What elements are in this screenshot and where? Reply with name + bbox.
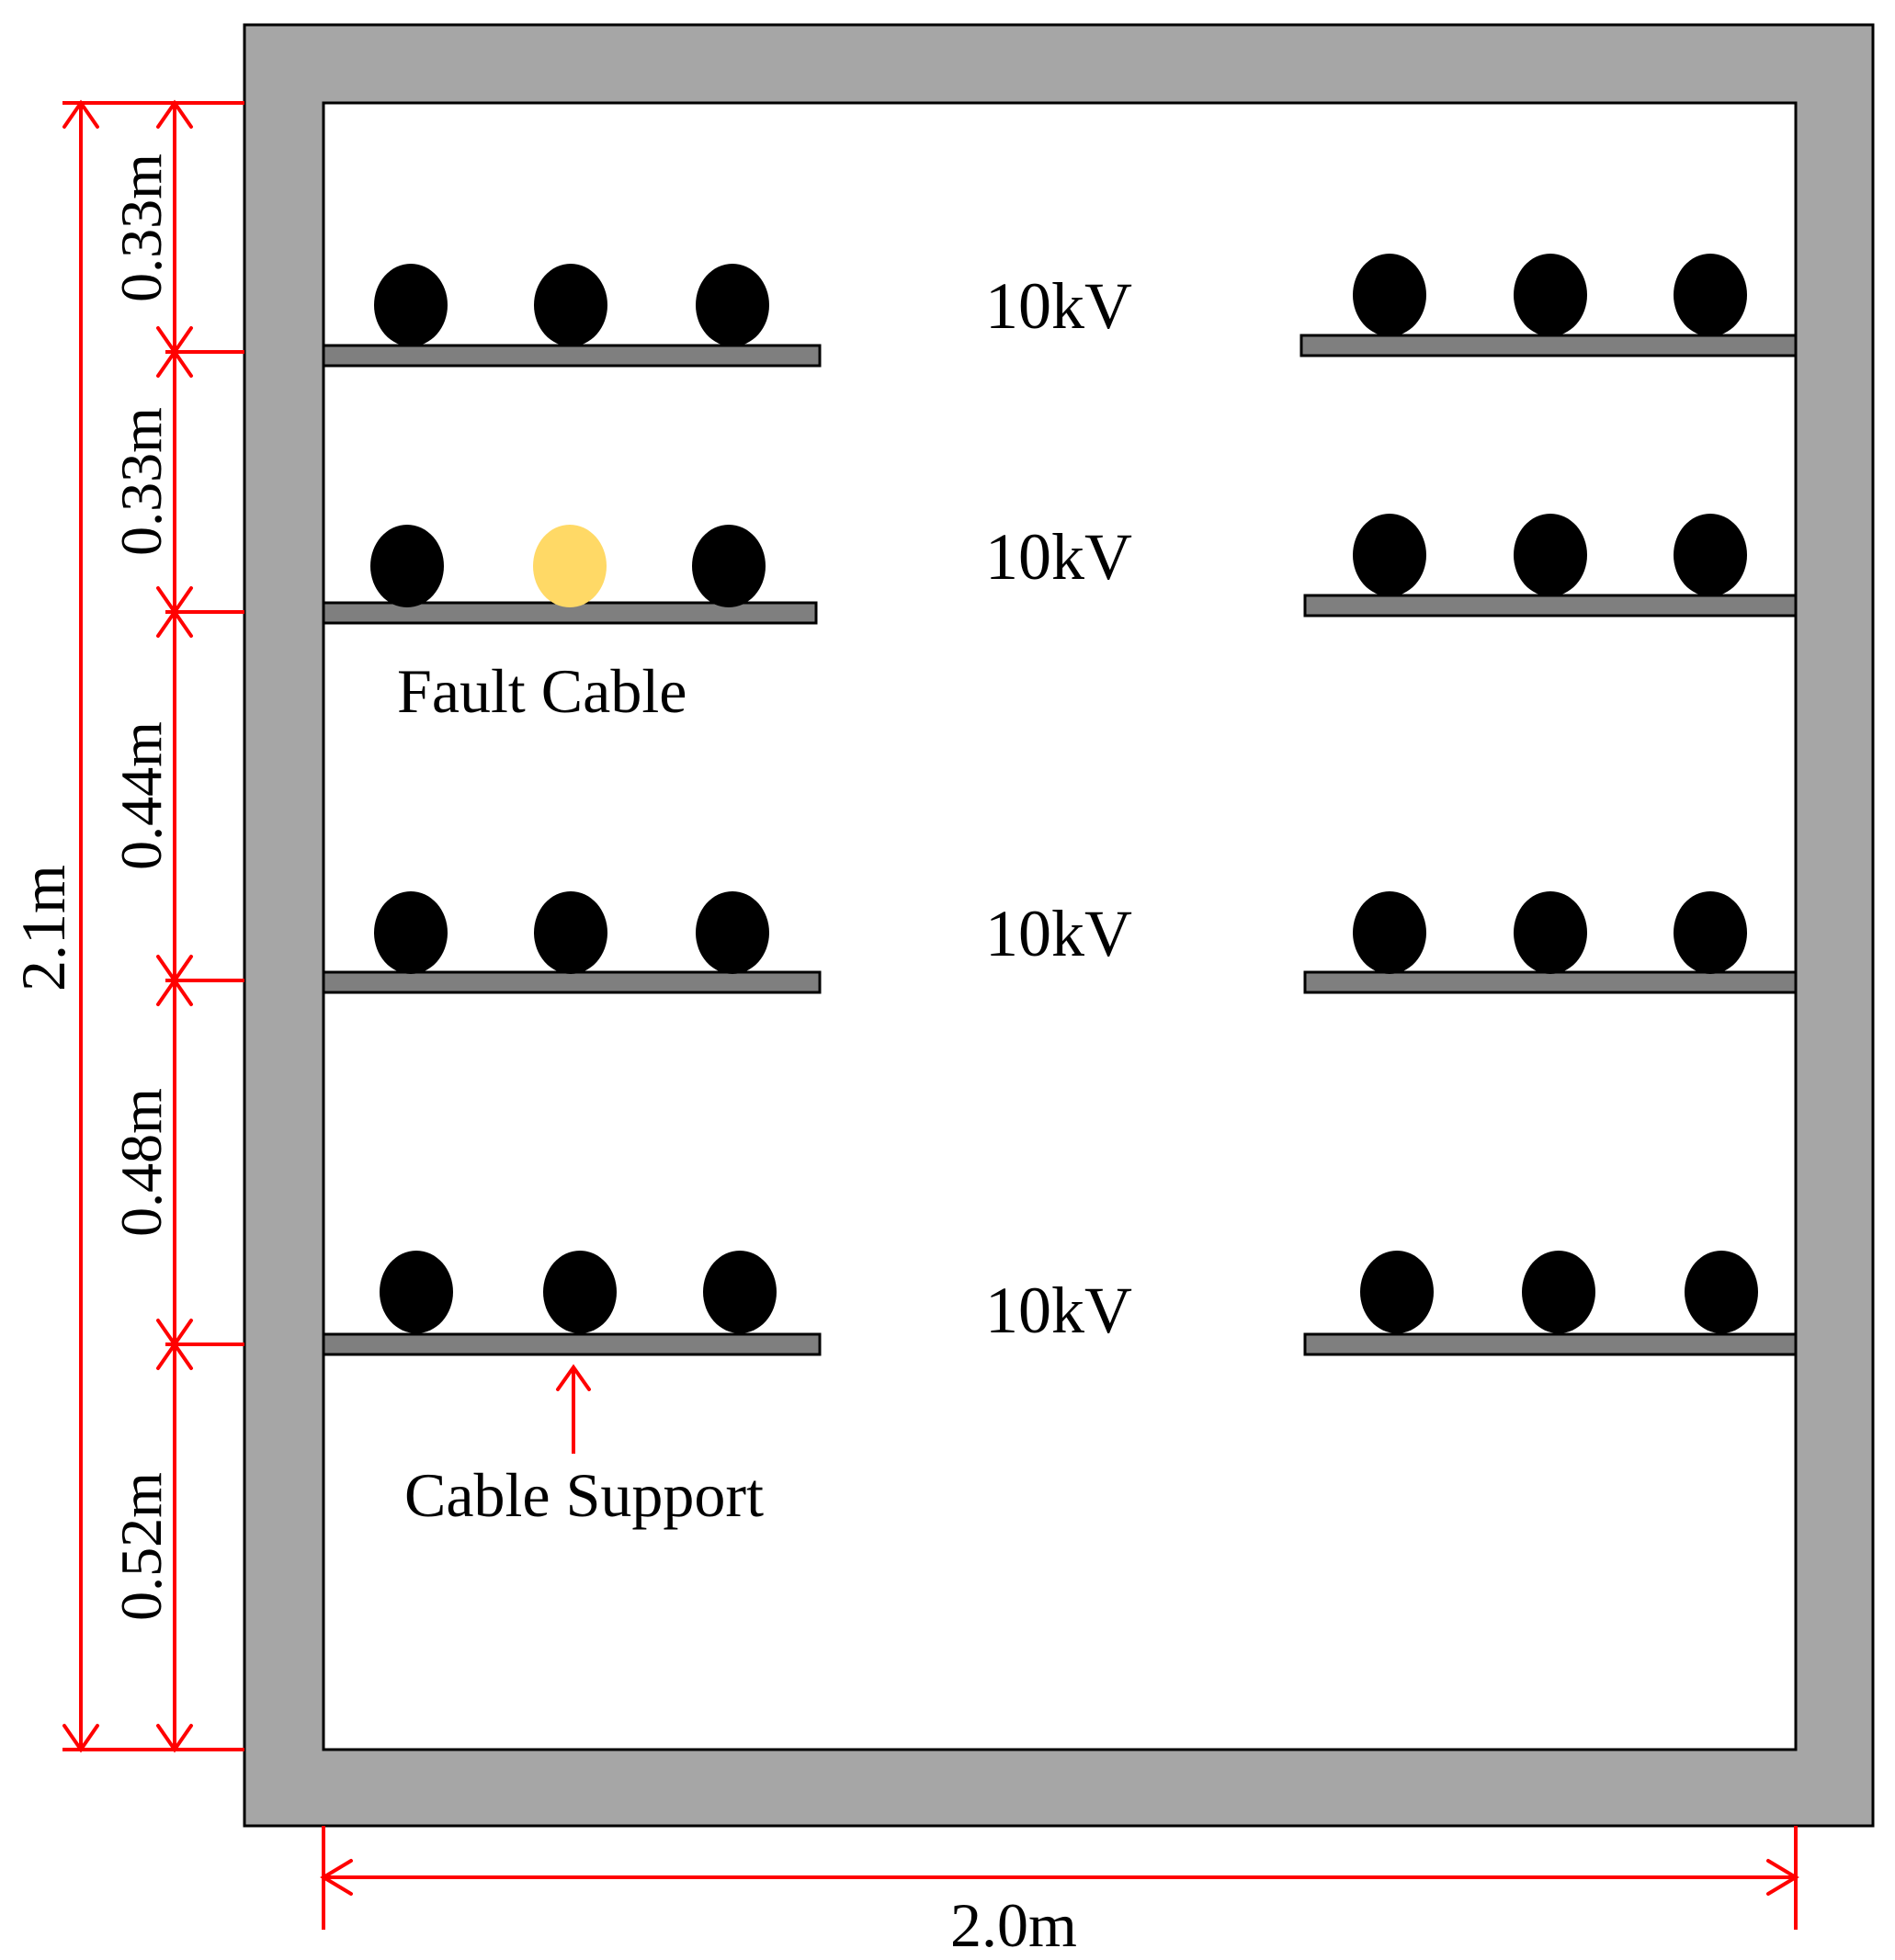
cable — [1514, 891, 1587, 974]
cable — [1674, 514, 1747, 596]
cable — [703, 1251, 777, 1333]
voltage-label-2: 10kV — [985, 520, 1132, 594]
fault-cable — [533, 525, 607, 607]
cable — [534, 891, 607, 974]
cable-support-label: Cable Support — [404, 1460, 764, 1530]
segment-label-5: 0.52m — [108, 1472, 174, 1621]
cable — [1353, 514, 1426, 596]
fault-cable-label: Fault Cable — [397, 656, 687, 726]
cable — [380, 1251, 453, 1333]
cable — [1514, 254, 1587, 336]
segment-label-4: 0.48m — [108, 1088, 174, 1237]
cable — [1360, 1251, 1434, 1333]
cable — [696, 264, 769, 346]
cable — [1353, 254, 1426, 336]
cable — [1674, 254, 1747, 336]
cable — [1674, 891, 1747, 974]
cable-tray-right-4 — [1303, 1332, 1798, 1356]
segment-arrowhead — [156, 1341, 193, 1370]
cable-tray-left-3 — [322, 970, 822, 994]
width-arrowhead-left — [320, 1859, 353, 1896]
cable — [692, 525, 766, 607]
cable — [543, 1251, 617, 1333]
segment-arrowhead — [156, 1724, 193, 1753]
width-arrowhead-right — [1766, 1859, 1799, 1896]
cable — [534, 264, 607, 346]
segment-label-3: 0.44m — [108, 721, 174, 870]
cable-support-arrowhead — [556, 1364, 591, 1391]
cable — [1514, 514, 1587, 596]
cable-tray-right-3 — [1303, 970, 1798, 994]
segment-label-1: 0.33m — [108, 153, 174, 302]
voltage-label-1: 10kV — [985, 269, 1132, 343]
cable-tray-left-4 — [322, 1332, 822, 1356]
segment-arrowhead — [156, 608, 193, 638]
segment-label-2: 0.33m — [108, 407, 174, 556]
segment-arrowhead — [156, 348, 193, 378]
cable-tray-right-1 — [1299, 334, 1798, 357]
cable — [374, 891, 448, 974]
cable-tray-left-1 — [322, 344, 822, 368]
total-height-label: 2.1m — [8, 865, 78, 991]
segment-arrowhead — [156, 977, 193, 1006]
cable — [696, 891, 769, 974]
cable — [1522, 1251, 1595, 1333]
voltage-label-4: 10kV — [985, 1274, 1132, 1347]
cable — [374, 264, 448, 346]
cable-tray-right-2 — [1303, 594, 1798, 617]
total-width-label: 2.0m — [950, 1890, 1077, 1960]
cable — [370, 525, 444, 607]
voltage-label-3: 10kV — [985, 897, 1132, 970]
segment-arrowhead — [156, 99, 193, 129]
cable — [1353, 891, 1426, 974]
cable — [1685, 1251, 1758, 1333]
